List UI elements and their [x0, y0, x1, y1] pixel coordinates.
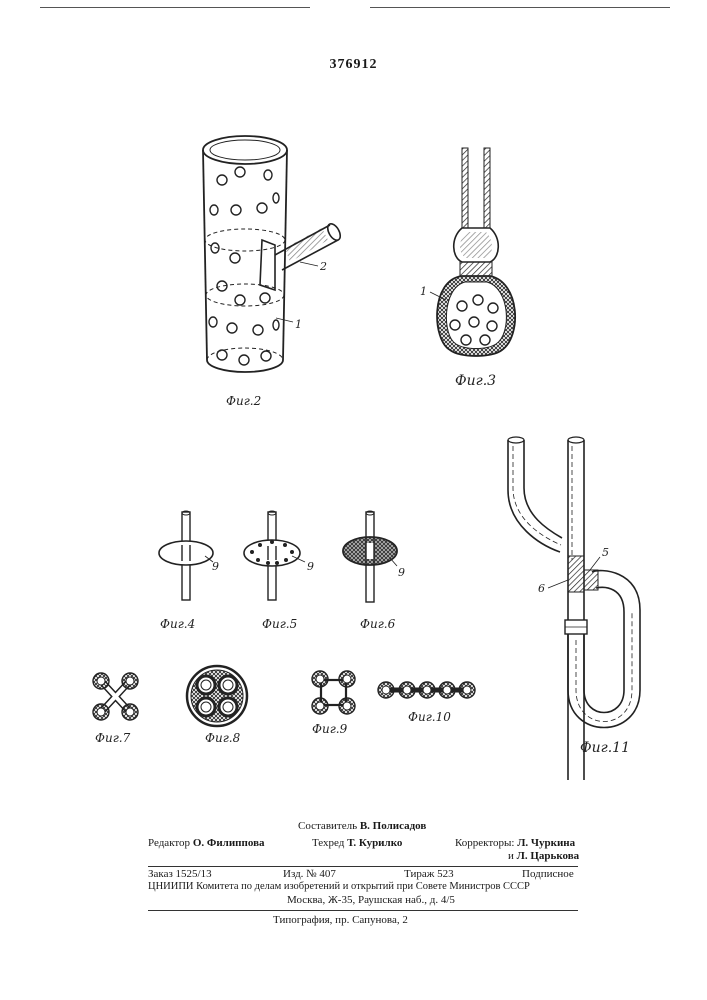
- figure-6: 9 Фиг.6: [343, 511, 405, 631]
- imprint-rule-top: [148, 866, 578, 867]
- figure-4: 9 Фиг.4: [159, 511, 219, 631]
- corrector2-line: и Л. Царькова: [508, 850, 579, 862]
- figure-7: Фиг.7: [93, 673, 138, 745]
- fig2-caption: Фиг.2: [226, 394, 261, 408]
- figure-2: 2 1 Фиг.2: [203, 136, 343, 408]
- corrector1-name: Л. Чуркина: [517, 837, 575, 849]
- address-line: Москва, Ж-35, Раушская наб., д. 4/5: [287, 894, 455, 906]
- institute-line: ЦНИИПИ Комитета по делам изобретений и о…: [148, 881, 530, 892]
- figure-9: Фиг.9: [312, 671, 355, 736]
- figure-8: Фиг.8: [187, 666, 247, 745]
- techred-line: Техред Т. Курилко: [312, 837, 402, 849]
- figure-10: Фиг.10: [378, 682, 475, 724]
- order-number: Заказ 1525/13: [148, 868, 212, 880]
- compiler-line: Составитель В. Полисадов: [298, 820, 426, 832]
- imprint-rule-bottom: [148, 910, 578, 911]
- figure-5: 9 Фиг.5: [244, 511, 314, 631]
- fig7-caption: Фиг.7: [95, 731, 131, 745]
- corrector2-prefix: и: [508, 850, 514, 862]
- edition-number: Изд. № 407: [283, 868, 336, 880]
- fig8-caption: Фиг.8: [205, 731, 241, 745]
- editor-label: Редактор: [148, 837, 190, 849]
- techred-name: Т. Курилко: [347, 837, 402, 849]
- editor-line: Редактор О. Филиппова: [148, 837, 265, 849]
- correctors-line: Корректоры: Л. Чуркина: [455, 837, 575, 849]
- fig11-part-5: 5: [602, 546, 609, 559]
- fig5-part-9: 9: [307, 560, 314, 573]
- fig2-part-2: 2: [319, 260, 327, 273]
- figure-3: 1 Фиг.3: [420, 148, 515, 389]
- fig11-part-6: 6: [538, 582, 545, 595]
- compiler-name: В. Полисадов: [360, 820, 427, 832]
- fig5-caption: Фиг.5: [262, 617, 297, 631]
- fig10-caption: Фиг.10: [408, 710, 451, 724]
- corrector2-name: Л. Царькова: [517, 850, 580, 862]
- circulation: Тираж 523: [404, 868, 454, 880]
- printer-line: Типография, пр. Сапунова, 2: [273, 914, 408, 926]
- fig4-part-9: 9: [212, 560, 219, 573]
- techred-label: Техред: [312, 837, 344, 849]
- fig2-part-1: 1: [295, 318, 302, 331]
- fig3-caption: Фиг.3: [455, 373, 496, 389]
- correctors-label: Корректоры:: [455, 837, 514, 849]
- fig9-caption: Фиг.9: [312, 722, 348, 736]
- compiler-label: Составитель: [298, 820, 357, 832]
- fig4-caption: Фиг.4: [160, 617, 195, 631]
- subscription: Подписное: [522, 868, 574, 880]
- fig6-caption: Фиг.6: [360, 617, 396, 631]
- editor-name: О. Филиппова: [193, 837, 265, 849]
- fig6-part-9: 9: [398, 566, 405, 579]
- fig3-part-1: 1: [420, 285, 427, 298]
- figure-11: 5 6 Фиг.11: [508, 437, 640, 780]
- fig11-caption: Фиг.11: [580, 740, 630, 756]
